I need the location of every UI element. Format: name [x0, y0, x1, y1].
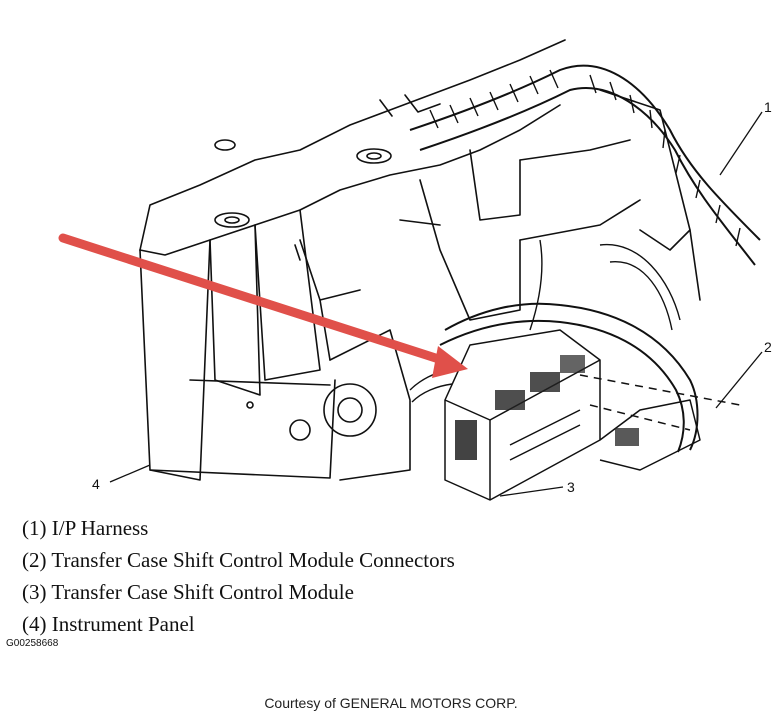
callout-2: 2 [764, 339, 772, 355]
courtesy-credit: Courtesy of GENERAL MOTORS CORP. [264, 695, 518, 711]
callout-3: 3 [567, 479, 575, 495]
annotation-arrow [58, 233, 468, 378]
callout-numbers: 1 2 3 4 [92, 99, 772, 495]
diagram-illustration: 1 2 3 4 [58, 39, 772, 501]
figure-id: G00258668 [6, 638, 59, 649]
legend-item-module: (3) Transfer Case Shift Control Module [22, 580, 354, 604]
legend-item-harness: (1) I/P Harness [22, 516, 149, 540]
callout-4: 4 [92, 476, 100, 492]
legend-item-connectors: (2) Transfer Case Shift Control Module C… [22, 548, 455, 572]
legend: (1) I/P Harness (2) Transfer Case Shift … [22, 512, 455, 640]
control-module-drawing [444, 329, 741, 501]
callout-leaders [109, 111, 763, 497]
harness-drawing [409, 64, 761, 453]
callout-1: 1 [764, 99, 772, 115]
instrument-panel-drawing [139, 39, 701, 481]
legend-item-instrument-panel: (4) Instrument Panel [22, 612, 195, 636]
